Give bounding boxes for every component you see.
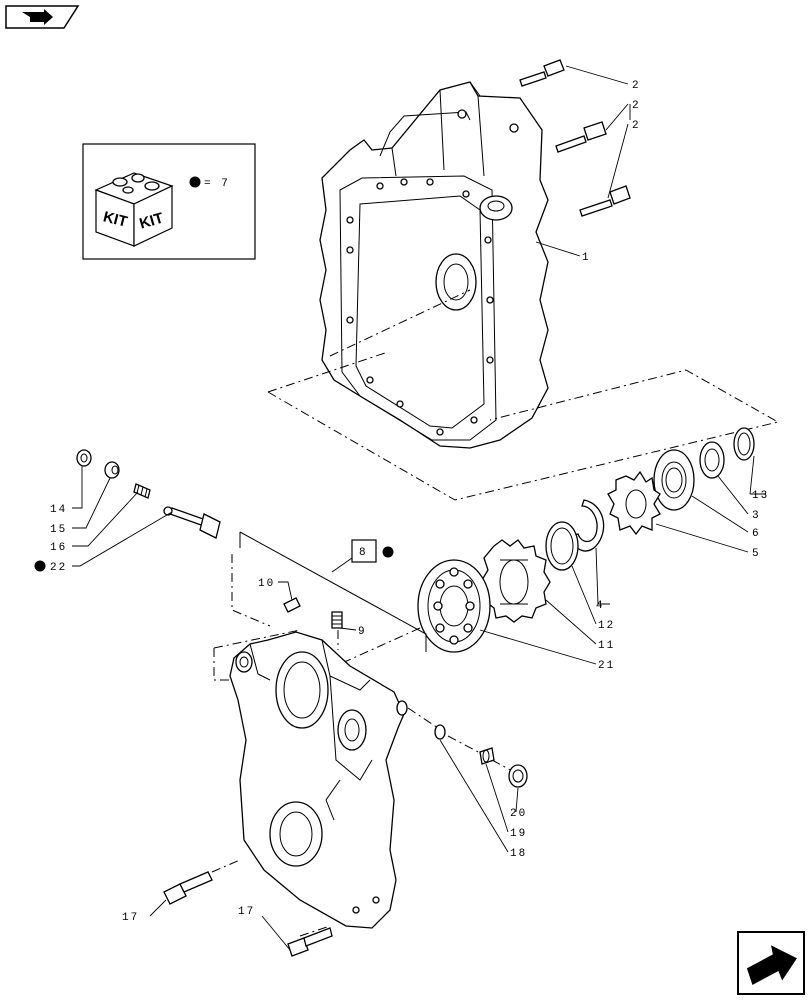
callout-4: 4 [596,600,605,612]
bullet-icon [189,176,201,188]
seal-20 [508,764,528,788]
transmission-housing [319,81,549,449]
shift-rod-22 [163,506,221,539]
assembly-plane-upper [267,351,780,501]
axis-line-plug [407,707,515,773]
bolt-top [519,59,565,87]
callout-16: 16 [50,542,67,554]
callout-21: 21 [598,660,615,672]
callout-labels: 2 2 2 1 13 3 6 5 4 12 11 21 9 10 14 15 1… [50,80,769,924]
axis-line-bolt [211,859,331,937]
gear-5 [607,470,661,536]
kit-boxes-icon: KIT KIT [94,172,174,247]
callout-10: 10 [258,578,275,590]
callout-2-lower: 2 [632,120,641,132]
snap-ring-14 [76,449,92,467]
callout-17-lower: 17 [238,906,255,918]
axis-line-housing [329,289,471,357]
callout-19: 19 [510,828,527,840]
callout-22: 22 [50,562,67,574]
callout-1: 1 [582,252,591,264]
callout-17-left: 17 [122,912,139,924]
o-ring-18 [434,724,446,740]
callout-3: 3 [752,510,761,522]
plug-19 [479,747,495,765]
snap-ring-13 [733,427,755,461]
callout-15: 15 [50,524,67,536]
callout-5: 5 [752,548,761,560]
kit-legend-box: KIT KIT = 7 [82,143,256,260]
kit-label-right: KIT [137,210,165,233]
assembly-plane-lower [213,554,421,681]
callout-2-top: 2 [632,80,641,92]
plug-15 [104,461,120,479]
reference-box[interactable]: 8 [351,539,377,563]
callout-13: 13 [752,490,769,502]
arrow-right-bold-icon [745,942,800,988]
callout-2-middle: 2 [632,100,641,112]
washer-12 [545,521,579,571]
callout-12: 12 [598,620,615,632]
leader-ref [331,557,353,573]
washer-3 [699,441,725,479]
callout-11: 11 [598,640,615,652]
bottom-nav-button[interactable] [737,931,805,995]
reference-bullet-icon [382,546,394,558]
reference-box-number: 8 [359,547,368,559]
gearbox-cover [229,631,408,929]
bolt-17-left [163,871,213,905]
bearing-6 [653,449,695,511]
callout-18: 18 [510,848,527,860]
pin-9 [331,611,343,629]
pin-10 [283,597,301,613]
kit-equals-label: = 7 [204,178,230,190]
subassembly-bracket [239,531,427,652]
bearing-21 [417,559,491,653]
callout-20: 20 [510,808,527,820]
bolt-lower [579,185,631,217]
callout-9: 9 [358,626,367,638]
leader-lines [72,65,766,951]
bolt-middle [555,121,607,153]
top-nav-button[interactable] [5,5,80,29]
bullet-22-icon [34,560,46,572]
gear-11 [481,539,551,623]
callout-6: 6 [752,528,761,540]
spring-pin-16 [133,483,151,499]
kit-label-left: KIT [101,208,129,230]
callout-14: 14 [50,504,67,516]
bolt-17-lower [287,927,333,957]
arrow-right-icon [22,9,53,25]
